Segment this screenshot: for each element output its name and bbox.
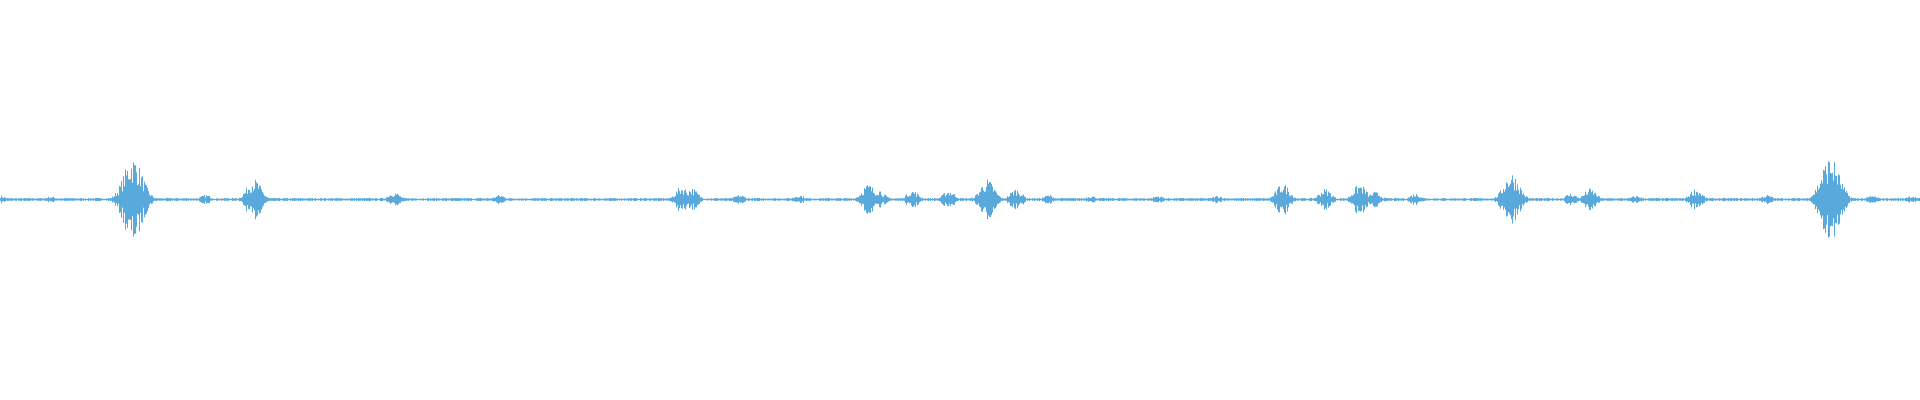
waveform-trace (0, 161, 1920, 238)
waveform-samples (0, 161, 1920, 238)
